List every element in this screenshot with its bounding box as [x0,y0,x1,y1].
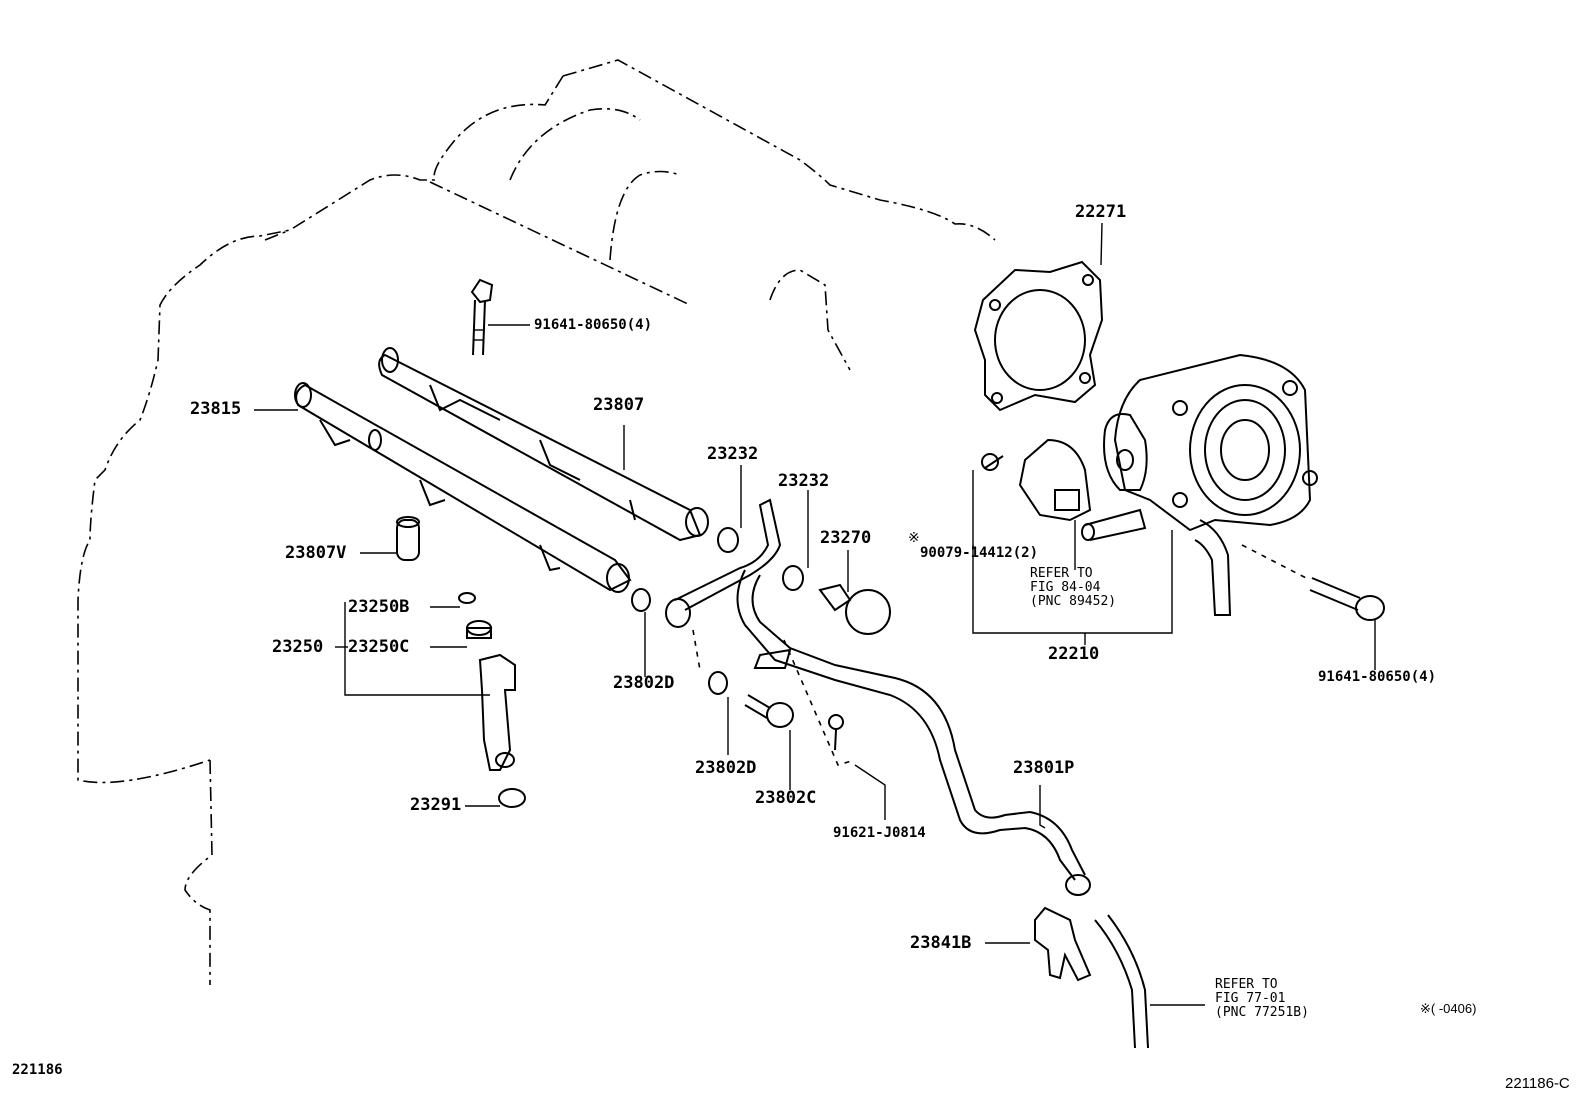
screw-90079 [981,453,1004,471]
label-23232-b: 23232 [778,471,830,491]
spacer-23807V [396,516,420,561]
gasket-22271 [973,260,1104,412]
hose-ref-77 [1094,914,1149,1049]
label-23802C: 23802C [755,788,817,808]
label-23250B: 23250B [348,597,410,617]
label-23291: 23291 [410,795,462,815]
label-91621: 91621-J0814 [833,825,926,841]
label-91641-right: 91641-80650(4) [1318,669,1437,685]
label-23807V: 23807V [285,543,347,563]
delivery-pipe-23807 [378,347,709,542]
label-90079-mark: ※ [908,530,920,546]
applicability-note: ※( -0406) [1420,1001,1477,1016]
throttle-position-sensor [1018,438,1092,522]
label-23802D-a: 23802D [613,673,675,693]
fuel-hose-23801P [736,569,1091,896]
engine-outline [77,59,996,985]
label-23807: 23807 [593,395,645,415]
label-90079: 90079-14412(2) [920,545,1039,561]
label-23232-a: 23232 [707,444,759,464]
throttle-body-22210 [1081,353,1318,616]
leader-lines [254,222,1376,1006]
label-91641-top: 91641-80650(4) [534,317,653,333]
label-23250: 23250 [272,637,324,657]
pulsation-damper-23270 [818,583,891,635]
bolt-91641-top [470,278,494,356]
fuel-tube-23232 [665,498,782,628]
figure-number: 221186 [12,1062,63,1078]
label-23801P: 23801P [1013,758,1075,778]
label-23815: 23815 [190,399,242,419]
label-23250C: 23250C [348,637,410,657]
union-bolt-23802C [744,694,794,728]
screw-91621 [828,714,844,751]
injector-23250 [478,653,516,771]
orings [458,527,804,808]
label-22271: 22271 [1075,202,1127,222]
bolt-91641-right [1309,577,1385,621]
figure-code: 221186-C [1505,1075,1570,1092]
label-23270: 23270 [820,528,872,548]
label-22210: 22210 [1048,644,1100,664]
label-23841B: 23841B [910,933,972,953]
delivery-pipe-23815 [294,382,632,593]
assembly-lines [692,544,1311,766]
label-23802D-b: 23802D [695,758,757,778]
clamp-23841B [1034,906,1092,982]
